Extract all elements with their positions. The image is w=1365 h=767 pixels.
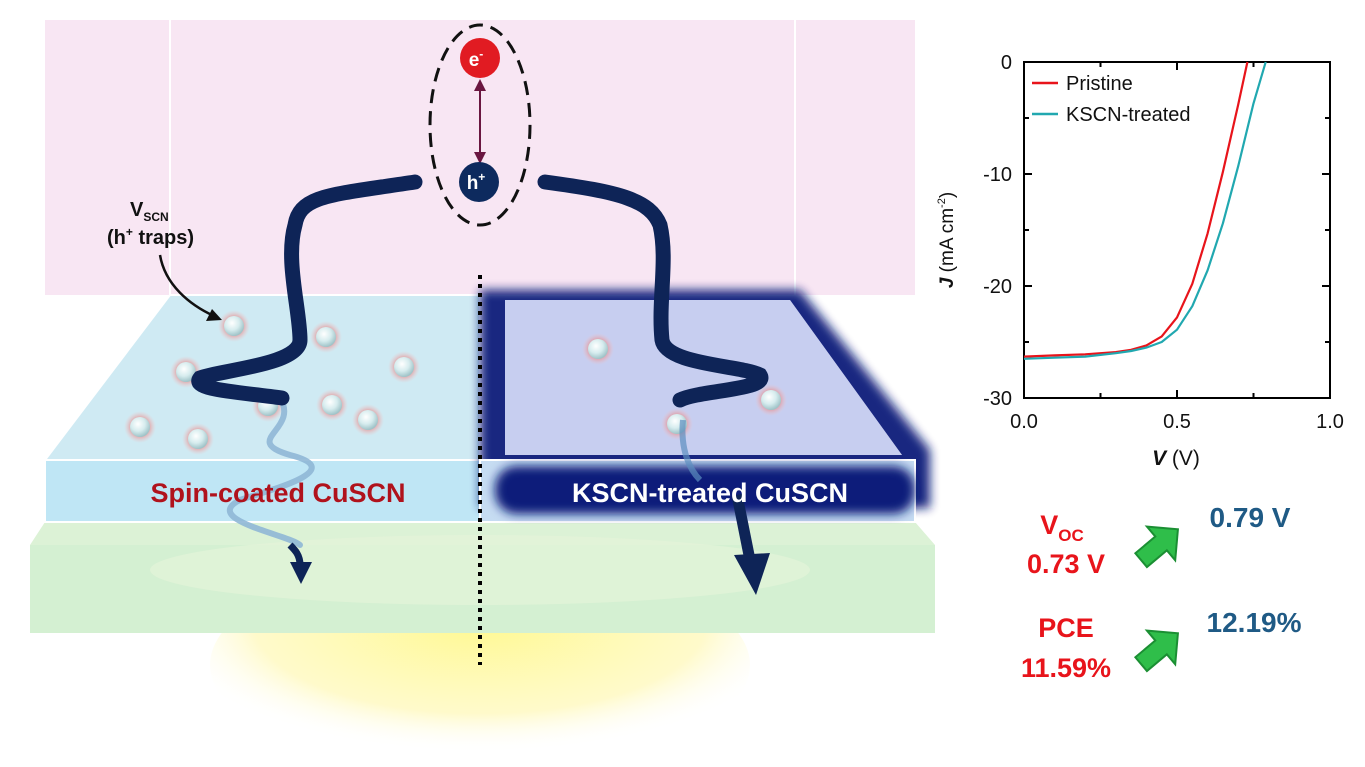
trap-site [182,423,214,455]
vscn-sub: SCN [143,210,168,224]
vscn-pointer-arrow [158,254,215,318]
x-tick-label: 1.0 [1316,411,1344,433]
y-tick-label: -30 [983,388,1012,410]
electron-sup: - [479,47,483,61]
left-layer-label: Spin-coated CuSCN [150,478,405,508]
y-axis-symbol: J [937,277,958,288]
x-axis-title: V (V) [1152,447,1200,470]
y-axis-title: J (mA cm-2) [936,192,958,288]
trap-site [310,321,342,353]
x-axis-unit: (V) [1166,447,1200,470]
vscn-annotation: VSCN (h+ traps) [107,199,222,321]
trap-site [352,404,384,436]
jv-chart: 0.0 0.5 1.0 0 -10 -20 -30 Pristine KSCN-treate… [936,52,1344,470]
x-tick-label: 0.0 [1010,411,1038,433]
exciton-ellipse [428,23,532,227]
pce-before: 11.59% [1021,653,1111,683]
voc-before: 0.73 V [1027,549,1105,579]
y-axis-unit-post: ) [937,192,958,198]
down-arrow-right [731,493,770,595]
legend-label-kscn: KSCN-treated [1066,104,1191,126]
hole-label: h [467,173,479,194]
chart-legend: Pristine KSCN-treated [1032,73,1191,126]
y-axis-unit-sup: -2 [936,198,948,208]
series-line-kscn-treated [1023,61,1267,360]
svg-text:(h+ traps): (h+ traps) [107,225,194,249]
metrics-summary: VOC 0.73 V 0.79 V PCE 11.59% 12.19% [1021,502,1302,683]
y-tick-label: -10 [983,164,1012,186]
hole-path-right [537,174,769,408]
trap-site [755,384,787,416]
y-tick-label: -20 [983,276,1012,298]
green-substrate [30,522,935,633]
voc-increase-arrow-icon [1133,525,1180,569]
trap-site [582,333,614,365]
trap-site [388,351,420,383]
hole-path-left [191,174,423,406]
vscn-label: V [130,199,144,221]
diffusion-path [227,395,315,548]
hole: h+ [459,162,499,202]
trap-site [218,310,250,342]
right-layer-label: KSCN-treated CuSCN [572,478,848,508]
right-transport-tail [679,419,703,483]
vscn-desc-close: traps) [133,227,194,249]
chart-series [1023,61,1267,360]
electron-label: e [469,50,480,71]
voc-after: 0.79 V [1210,502,1291,533]
y-axis-unit-pre: (mA cm [937,208,958,278]
vscn-desc-open: (h [107,227,126,249]
chart-ticks: 0.0 0.5 1.0 0 -10 -20 -30 [983,52,1344,433]
voc-label-main: V [1040,510,1058,540]
svg-text:e-: e- [469,47,484,71]
voc-label: VOC [1040,510,1084,545]
y-tick-label: 0 [1001,52,1012,74]
vscn-desc-sup: + [126,225,133,239]
pce-after: 12.19% [1207,607,1302,638]
voc-label-sub: OC [1058,526,1084,545]
series-line-pristine [1023,61,1249,358]
hole-sup: + [478,170,485,184]
device-illustration: e- h+ VSCN (h+ traps) Spin-coated CuSCN … [30,20,935,767]
svg-text:h+: h+ [467,170,486,194]
x-axis-symbol: V [1152,447,1168,470]
legend-label-pristine: Pristine [1066,73,1133,95]
x-tick-label: 0.5 [1163,411,1191,433]
down-arrow-left [287,542,312,584]
trap-site [661,408,693,440]
electron: e- [460,38,500,78]
trap-site [124,411,156,443]
pce-label: PCE [1038,613,1094,643]
pce-increase-arrow-icon [1133,629,1180,673]
trap-site [316,389,348,421]
svg-text:VSCN: VSCN [130,199,169,224]
